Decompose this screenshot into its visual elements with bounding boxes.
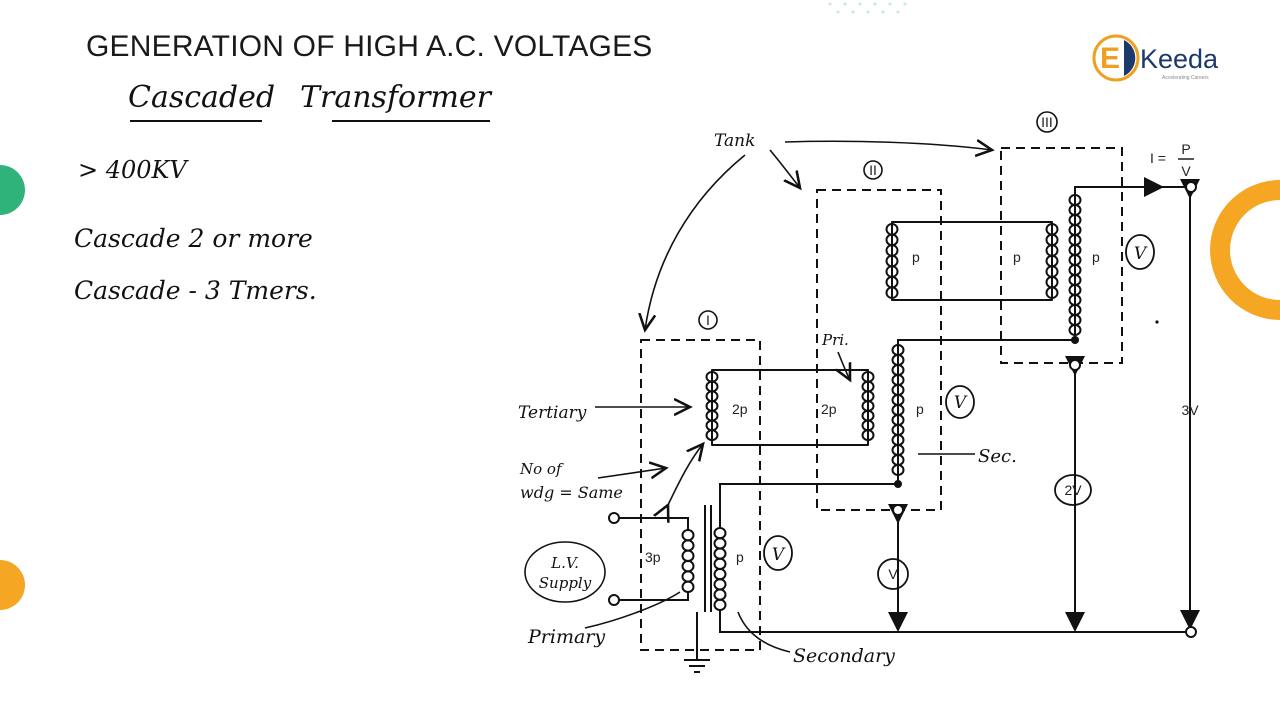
stage-label-2: II: [869, 162, 877, 178]
secondary-label: Secondary: [793, 645, 895, 667]
primary-label: Primary: [527, 626, 605, 648]
logo-text: Keeda: [1140, 44, 1219, 74]
winding-p-1: p: [736, 549, 744, 565]
note-cascade-count: Cascade 2 or more: [74, 224, 313, 253]
logo-half-disk: [1124, 40, 1136, 76]
coil-stage1-p-loop: [713, 527, 727, 540]
coil-stage1-p-loop: [713, 568, 727, 581]
supply-line2: Supply: [539, 574, 592, 592]
turns-note-line1: No of: [519, 460, 564, 478]
tank-stage-2: [816, 189, 942, 511]
subtitle-cascaded: Cascaded: [128, 80, 276, 115]
coil-stage1-3p-loop: [681, 549, 695, 562]
ekeeda-logo: E: [1092, 34, 1140, 82]
voltage-circles: [763, 234, 1155, 590]
winding-p-2-tertiary: p: [912, 249, 920, 265]
turns-note-line2: wdg = Same: [520, 483, 623, 502]
voltage-2v: 2V: [1064, 482, 1082, 498]
stage-labels: I II III: [698, 111, 1058, 330]
voltage-v-2: V: [954, 393, 968, 413]
coil-stage1-3p-loop: [681, 570, 695, 583]
logo-ring: [1092, 34, 1140, 82]
wiring: [615, 177, 1200, 673]
current-formula-denominator: V: [1181, 163, 1191, 179]
voltage-v-measure: V: [888, 566, 898, 582]
edge-arc-orange: [1210, 180, 1280, 320]
voltage-3v: 3V: [1181, 402, 1199, 418]
winding-p-3: p: [1092, 249, 1100, 265]
coil-stage1-p-loop: [713, 588, 727, 601]
supply-outline: [524, 541, 606, 603]
winding-2p-primary: 2p: [821, 401, 837, 417]
tank-stage-1: [640, 339, 761, 651]
winding-2p-tertiary: 2p: [732, 401, 748, 417]
subtitle-transformer: Transformer: [300, 80, 492, 115]
winding-3p: 3p: [645, 549, 661, 565]
page-title: GENERATION OF HIGH A.C. VOLTAGES: [86, 30, 653, 63]
winding-p-2: p: [916, 401, 924, 417]
note-voltage: > 400KV: [78, 156, 187, 184]
voltage-v-3: V: [1134, 244, 1148, 264]
turns-double-arrow: [668, 444, 703, 505]
logo-letter: E: [1100, 42, 1120, 75]
coil-stage1-p-loop: [713, 598, 727, 611]
coil-stage1-p-loop: [713, 557, 727, 570]
secondary-arrow: [737, 611, 791, 653]
underline-cascaded: [130, 120, 262, 122]
tertiary-label: Tertiary: [518, 403, 587, 423]
winding-p-3-primary: p: [1013, 249, 1021, 265]
coil-stage1-3p-loop: [681, 560, 695, 573]
edge-arc-yellow: [0, 560, 25, 610]
sec-label: Sec.: [978, 446, 1017, 467]
stage-label-3: III: [1041, 114, 1053, 130]
stage-label-1: I: [706, 312, 710, 328]
primary-arrow: [584, 591, 681, 629]
terminals: [608, 181, 1197, 638]
logo-tagline: Accelerating Careers: [1162, 75, 1209, 81]
current-formula-lhs: I =: [1150, 150, 1166, 166]
voltage-v-1: V: [772, 545, 786, 565]
pri-arrow: [838, 351, 850, 380]
coil-stage1-p-loop: [713, 578, 727, 591]
tank-arrows: [645, 141, 992, 330]
note-cascade-three: Cascade - 3 Tmers.: [74, 276, 317, 305]
coil-stage1-3p-loop: [681, 539, 695, 552]
edge-arc-green: [0, 165, 25, 215]
coil-stage1-p-loop: [713, 537, 727, 550]
coil-stage1-p-loop: [713, 547, 727, 560]
dot-pattern: [828, 2, 907, 14]
coil-stage1-3p-loop: [681, 580, 695, 593]
current-formula-numerator: P: [1181, 141, 1190, 157]
pri-label: Pri.: [821, 331, 849, 349]
tanks-label: Tank: [714, 131, 755, 151]
turns-note-arrow: [597, 468, 666, 478]
stray-dot: [1155, 320, 1159, 324]
supply-line1: L.V.: [550, 554, 579, 572]
coil-stage1-3p-loop: [681, 529, 695, 542]
underline-transformer: [332, 120, 490, 122]
junction-dots: [894, 336, 1079, 488]
tank-stage-3: [1000, 147, 1123, 364]
